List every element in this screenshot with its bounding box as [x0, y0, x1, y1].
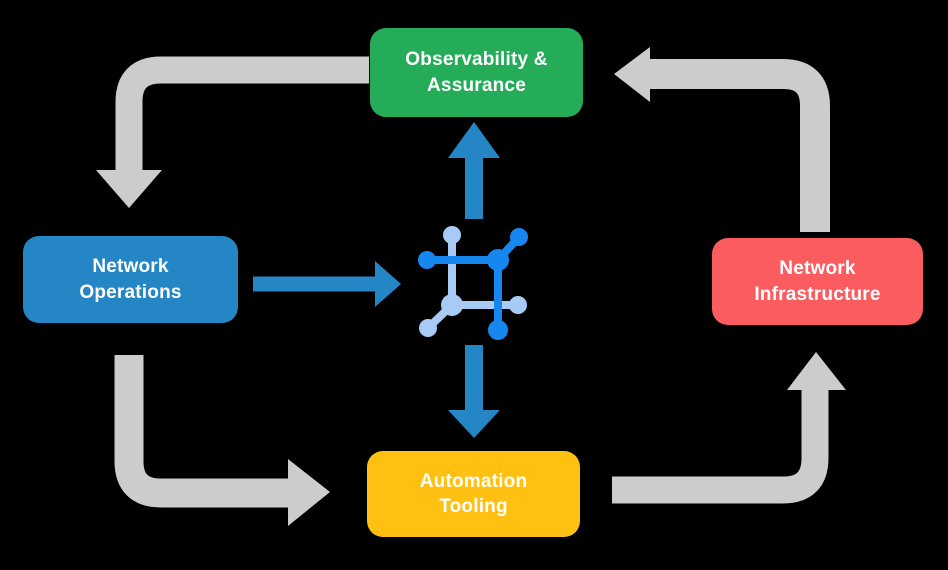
node-network-operations: Network Operations: [23, 236, 238, 323]
icon-dark-nodes: [418, 228, 528, 340]
arrow-observability-to-operations: [115, 56, 369, 172]
node-observability-assurance-label: Observability & Assurance: [405, 49, 548, 96]
arrow-operations-to-tooling: [114, 355, 290, 508]
network-automation-icon: [418, 226, 528, 340]
arrowhead-operations-to-tooling: [288, 459, 330, 526]
icon-light-nodes: [419, 226, 527, 337]
arrowhead-operations-to-center: [375, 261, 401, 307]
arrowhead-infrastructure-to-observability: [614, 47, 650, 102]
arrowhead-center-to-observability: [448, 122, 500, 158]
arrow-tooling-to-infrastructure: [612, 389, 829, 504]
arrowhead-observability-to-operations: [96, 170, 162, 208]
arrowhead-center-to-tooling: [448, 410, 500, 438]
node-network-infrastructure: Network Infrastructure: [712, 238, 923, 325]
node-automation-tooling: Automation Tooling: [367, 451, 580, 537]
node-automation-tooling-label: Automation Tooling: [419, 470, 528, 517]
node-observability-assurance: Observability & Assurance: [370, 28, 583, 117]
arrowhead-tooling-to-infrastructure: [787, 352, 846, 390]
node-network-infrastructure-label: Network Infrastructure: [754, 258, 881, 305]
arrow-infrastructure-to-observability: [649, 59, 830, 232]
node-network-operations-label: Network Operations: [79, 256, 182, 303]
